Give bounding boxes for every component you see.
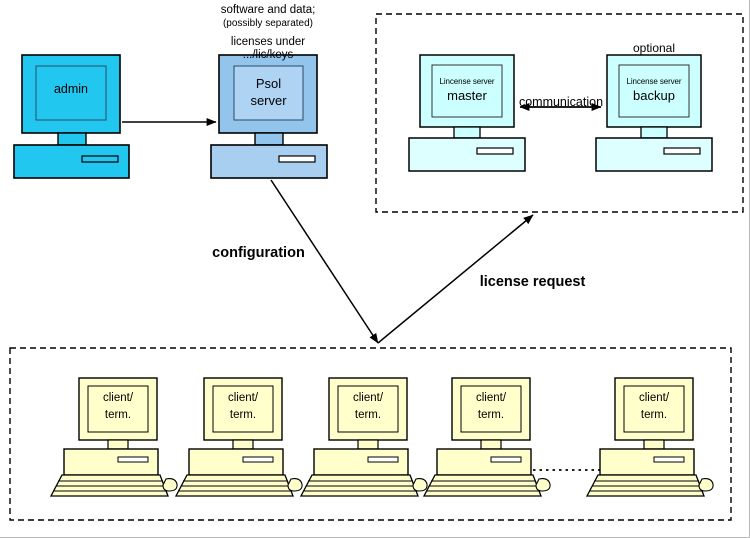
client-3-label-line1: client/	[352, 392, 384, 404]
admin-workstation[interactable]	[13, 54, 130, 179]
arrow-license-request	[377, 214, 534, 344]
license-master-screen-label-line2: master	[447, 88, 487, 103]
license-master-screen-label-line1: Lincense server	[439, 77, 495, 86]
admin-screen-label: admin	[53, 82, 89, 96]
lic-keys-path-label: .../lic/keys	[242, 49, 294, 61]
optional-label: optional	[632, 41, 676, 55]
psol-server-machine[interactable]	[210, 54, 328, 179]
arrow-configuration	[270, 179, 379, 344]
client-1-label-line2: term.	[104, 409, 132, 421]
client-machine-1[interactable]	[49, 377, 178, 497]
client-group-box	[9, 347, 732, 521]
client-machine-2[interactable]	[174, 377, 303, 497]
license-backup-screen-label-line2: backup	[633, 88, 675, 103]
psol-screen-label-line2: server	[250, 93, 287, 108]
software-and-data-label: software and data;	[220, 4, 316, 16]
license-server-master-machine[interactable]	[408, 54, 526, 172]
client-4-label-line1: client/	[475, 392, 507, 404]
psol-screen-label-line1: Psol	[255, 76, 282, 91]
client-2-label-line2: term.	[229, 409, 257, 421]
client-machine-3[interactable]	[299, 377, 428, 497]
client-4-label-line2: term.	[477, 409, 505, 421]
client-5-label-line1: client/	[638, 392, 670, 404]
client-2-label-line1: client/	[227, 392, 259, 404]
client-5-label-line2: term.	[640, 409, 668, 421]
license-server-group-box	[375, 13, 744, 213]
license-server-backup-machine[interactable]	[595, 54, 713, 172]
client-machine-5[interactable]	[585, 377, 714, 497]
licenses-under-label: licenses under	[230, 36, 306, 48]
client-3-label-line2: term.	[354, 409, 382, 421]
license-request-label: license request	[479, 274, 586, 290]
client-machine-4[interactable]	[422, 377, 551, 497]
possibly-separated-label: (possibly separated)	[222, 18, 314, 29]
communication-label: communication	[518, 95, 604, 109]
license-backup-screen-label-line1: Lincense server	[626, 77, 682, 86]
client-1-label-line1: client/	[102, 392, 134, 404]
configuration-label: configuration	[212, 245, 305, 261]
